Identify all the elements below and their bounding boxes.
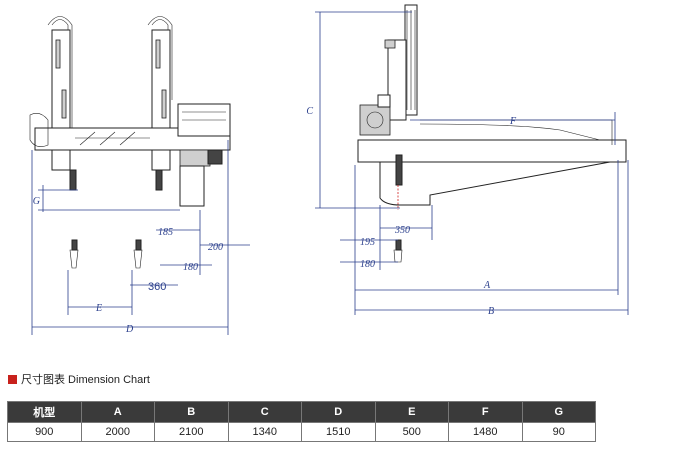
label-c: C: [306, 106, 313, 117]
label-185: 185: [158, 227, 173, 238]
cell-b: 2100: [154, 422, 229, 442]
label-a: A: [483, 280, 491, 291]
label-195: 195: [360, 237, 375, 248]
heading-marker: [8, 374, 17, 384]
label-b: B: [488, 306, 494, 317]
cell-d: 1510: [301, 422, 376, 442]
label-g: G: [33, 196, 40, 207]
cell-model: 900: [7, 422, 82, 442]
front-view: G 185 200 180 360 E D: [29, 16, 250, 335]
label-180-side: 180: [360, 259, 375, 270]
cell-g: 90: [521, 422, 596, 442]
label-180: 180: [183, 262, 198, 273]
header-b: B: [154, 401, 229, 423]
cell-c: 1340: [227, 422, 302, 442]
section-title: 尺寸图表 Dimension Chart: [21, 374, 150, 386]
header-a: A: [80, 401, 155, 423]
table-header-row: 机型 A B C D E F G: [7, 401, 596, 423]
dimension-drawing: G 185 200 180 360 E D: [29, 4, 629, 335]
header-g: G: [521, 401, 596, 423]
side-view: C F 195 350 180 A B: [306, 4, 629, 317]
label-360: 360: [148, 281, 166, 293]
cell-f: 1480: [448, 422, 523, 442]
label-d: D: [125, 324, 134, 335]
header-f: F: [448, 401, 523, 423]
label-200: 200: [208, 242, 223, 253]
cell-e: 500: [374, 422, 449, 442]
label-f: F: [509, 116, 517, 127]
header-c: C: [227, 401, 302, 423]
header-model: 机型: [7, 401, 82, 423]
header-e: E: [374, 401, 449, 423]
label-350: 350: [394, 225, 410, 236]
table-row: 900 2000 2100 1340 1510 500 1480 90: [7, 422, 596, 442]
label-e: E: [95, 303, 102, 314]
dimension-table: 机型 A B C D E F G 900 2000 2100 1340 1510…: [7, 401, 596, 442]
section-heading: 尺寸图表 Dimension Chart: [8, 371, 150, 387]
cell-a: 2000: [80, 422, 155, 442]
header-d: D: [301, 401, 376, 423]
